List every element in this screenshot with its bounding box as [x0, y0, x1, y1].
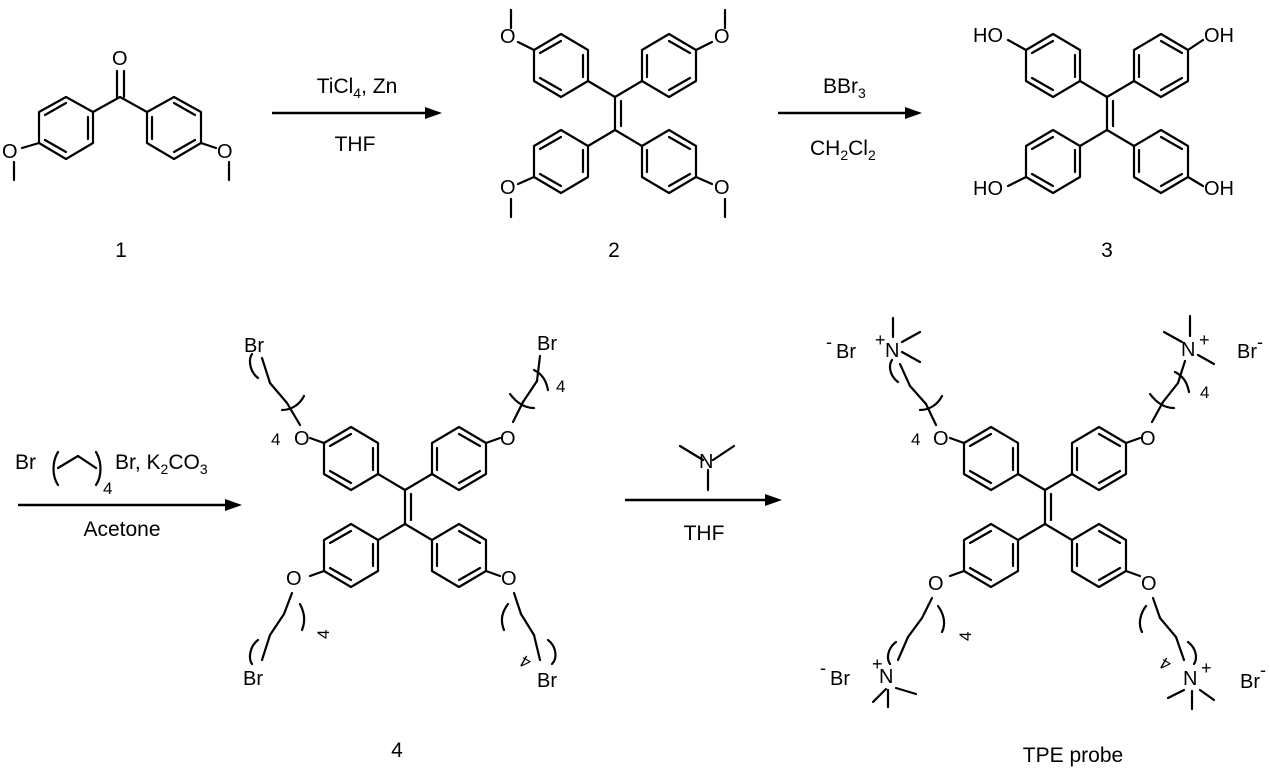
minus-charge: -: [820, 658, 826, 678]
compound-1-label: 1: [115, 239, 127, 262]
compound-tpe-probe-label: TPE probe: [1023, 744, 1123, 767]
quaternary-nitrogen: N: [879, 666, 893, 688]
reaction-arrow-2: BBr3 CH2Cl2: [778, 75, 922, 163]
hydroxyl-group: HO: [973, 178, 1003, 200]
solvent-thf: THF: [684, 522, 725, 545]
solvent-acetone: Acetone: [83, 518, 160, 541]
methoxy-oxygen: O: [714, 26, 730, 48]
repeat-count: 4: [911, 430, 920, 449]
bromine-atom: Br: [537, 670, 557, 692]
ether-oxygen: O: [294, 428, 310, 450]
hydroxyl-group: OH: [1204, 25, 1234, 47]
repeat-count: 4: [1157, 653, 1175, 674]
methoxy-oxygen: O: [2, 141, 18, 163]
compound-3: HO OH HO OH: [973, 25, 1234, 200]
solvent-thf: THF: [335, 133, 376, 156]
reagent-ticl4-zn: TiCl4, Zn: [317, 75, 398, 101]
solvent-ch2cl2: CH2Cl2: [810, 137, 876, 163]
compound-2-label: 2: [608, 239, 620, 262]
reagent-k2co3: Br, K2CO3: [115, 451, 208, 477]
ether-oxygen: O: [500, 428, 516, 450]
bromide-anion: Br: [830, 668, 850, 690]
reaction-arrow-1: TiCl4, Zn THF: [272, 75, 442, 156]
repeat-count: 4: [271, 430, 280, 449]
carbonyl-oxygen: O: [112, 48, 128, 70]
bromine-atom: Br: [243, 668, 263, 690]
ether-oxygen: O: [1141, 573, 1157, 595]
minus-charge: -: [1260, 660, 1266, 680]
ether-oxygen: O: [501, 568, 517, 590]
ether-oxygen: O: [1140, 428, 1156, 450]
repeat-count: 4: [956, 632, 975, 641]
repeat-count: 4: [517, 651, 535, 672]
compound-4: O 4 Br O 4 Br O 4 Br O 4: [243, 333, 565, 692]
ether-oxygen: O: [928, 573, 944, 595]
compound-4-label: 4: [391, 739, 403, 762]
compound-tpe-probe: O 4 N + Br - O 4 N + Br - O: [820, 314, 1266, 711]
compound-2: O O O O: [500, 8, 730, 219]
plus-charge: +: [872, 654, 883, 674]
ether-oxygen: O: [933, 428, 949, 450]
reagent-dibromobutane: Br: [15, 451, 36, 474]
quaternary-nitrogen: N: [885, 340, 899, 362]
reaction-arrow-4: N THF: [625, 444, 782, 545]
methoxy-oxygen: O: [217, 141, 233, 163]
quaternary-nitrogen: N: [1181, 339, 1195, 361]
plus-charge: +: [1199, 330, 1210, 350]
reagent-bbr3: BBr3: [823, 75, 866, 101]
repeat-count: 4: [103, 479, 112, 498]
plus-charge: +: [1201, 658, 1212, 678]
bromide-anion: Br: [1237, 341, 1257, 363]
repeat-count: 4: [1200, 383, 1209, 402]
ether-oxygen: O: [286, 568, 302, 590]
amine-nitrogen: N: [699, 451, 713, 473]
plus-charge: +: [875, 330, 886, 350]
bromide-anion: Br: [836, 341, 856, 363]
methoxy-oxygen: O: [500, 26, 516, 48]
compound-1: O O O: [2, 48, 233, 182]
quaternary-nitrogen: N: [1183, 668, 1197, 690]
hydroxyl-group: OH: [1204, 178, 1234, 200]
repeat-count: 4: [556, 377, 565, 396]
methoxy-oxygen: O: [714, 177, 730, 199]
methoxy-oxygen: O: [500, 177, 516, 199]
bromide-anion: Br: [1240, 671, 1260, 693]
hydroxyl-group: HO: [973, 25, 1003, 47]
minus-charge: -: [1257, 332, 1263, 352]
minus-charge: -: [826, 332, 832, 352]
compound-3-label: 3: [1101, 239, 1113, 262]
bromine-atom: Br: [537, 333, 557, 355]
reaction-arrow-3: Br 4 Br, K2CO3 Acetone: [15, 450, 242, 541]
repeat-count: 4: [314, 630, 333, 639]
bromine-atom: Br: [244, 335, 264, 357]
